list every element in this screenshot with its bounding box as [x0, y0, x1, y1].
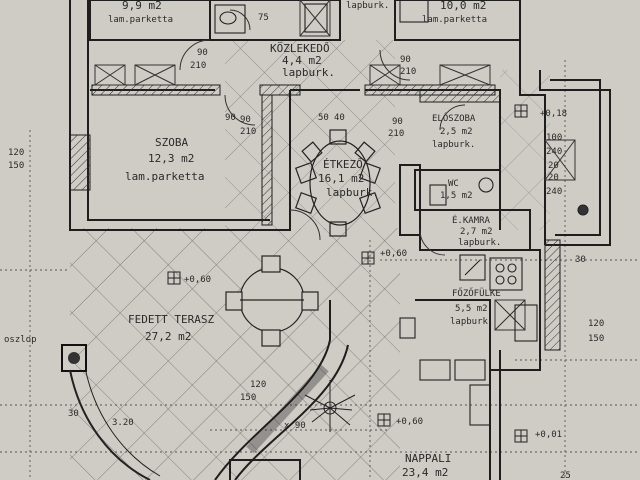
eloszoba-floor: lapburk.: [432, 140, 475, 150]
dim-210-d: 210: [388, 129, 404, 139]
dim-20-a: 20: [548, 161, 559, 171]
top-mid-floor: lapburk.: [346, 1, 389, 11]
dim-120-right: 120: [588, 319, 604, 329]
level-terasz: +0,60: [184, 275, 211, 285]
door-swings: [179, 9, 466, 256]
kitchen-fixtures: [399, 254, 538, 426]
terrace-table: [225, 255, 319, 347]
etkezo-name: ÉTKEZŐ: [323, 157, 363, 171]
level-entry: +0,18: [540, 109, 567, 119]
eloszoba-area: 2,5 m2: [440, 127, 473, 137]
level-nappali: +0,60: [396, 417, 423, 427]
kamra-floor: lapburk.: [458, 238, 501, 248]
dim-150-left: 150: [8, 161, 24, 171]
level-markers: [167, 104, 528, 443]
dim-90-b: 90: [400, 55, 411, 65]
nappali-area: 23,4 m2: [402, 466, 448, 479]
level-etkezo: +0,60: [380, 249, 407, 259]
top-right-floor: lam.parketta: [422, 15, 487, 25]
fozofulke-name: FŐZŐFÜLKE: [452, 288, 501, 299]
fozofulke-area: 5,5 m2: [455, 304, 488, 314]
etkezo-floor: lapburk.: [326, 186, 379, 199]
kozlekedo-floor: lapburk.: [282, 66, 335, 79]
dim-100: 100: [546, 133, 562, 143]
szoba-name: SZOBA: [155, 136, 188, 149]
dim-240-b: 240: [546, 187, 562, 197]
kozlekedo-name: KÖZLEKEDŐ: [270, 41, 330, 55]
dim-50: 50: [318, 113, 329, 123]
kozlekedo-area: 4,4 m2: [282, 54, 322, 67]
dim-210-b: 210: [400, 67, 416, 77]
dim-120-left: 120: [8, 148, 24, 158]
top-left-floor: lam.parketta: [108, 15, 173, 25]
dotted-lines: [0, 60, 640, 480]
dim-150-stair: 150: [240, 393, 256, 403]
dim-30-right: 30: [575, 255, 586, 265]
dim-150-right: 150: [588, 334, 604, 344]
wc-area: 1,5 m2: [440, 191, 473, 201]
szoba-floor: lam.parketta: [125, 170, 204, 183]
terrace-curve: [69, 369, 151, 480]
dim-90-d: 90: [392, 117, 403, 127]
dim-30-left: 30: [68, 409, 79, 419]
hatched-walls: [69, 84, 561, 351]
oszlop-label: oszlop: [4, 335, 37, 345]
dim-90-c: 90: [240, 115, 251, 125]
szoba-area: 12,3 m2: [148, 152, 194, 165]
living-wall-band: [246, 364, 329, 454]
dim-75: 75: [258, 13, 269, 23]
etkezo-area: 16,1 m2: [318, 172, 364, 185]
plant: [304, 380, 356, 432]
dim-25: 25: [560, 471, 571, 480]
terasz-area: 27,2 m2: [145, 330, 191, 343]
dim-210-a: 210: [190, 61, 206, 71]
dim-90-a: 90: [197, 48, 208, 58]
dim-20-b: 20: [548, 173, 559, 183]
dim-90-e: 90: [225, 113, 236, 123]
top-right-area: 10,0 m2: [440, 0, 486, 12]
dim-90-f: x 90: [284, 421, 306, 431]
dining-table: [294, 129, 382, 237]
eloszoba-name: ELŐSZOBA: [432, 113, 476, 124]
terasz-name: FEDETT TERASZ: [128, 313, 214, 326]
nappali-name: NAPPALI: [405, 452, 451, 465]
fozofulke-floor: lapburk.: [450, 317, 493, 327]
top-left-area: 9,9 m2: [122, 0, 162, 12]
kamra-name: É.KAMRA: [452, 214, 491, 226]
dim-120-stair: 120: [250, 380, 266, 390]
dim-320: 3.20: [112, 418, 134, 428]
bathroom-fixtures: [214, 0, 589, 216]
column: [61, 344, 87, 372]
dim-240: 240: [546, 147, 562, 157]
dim-210-c: 210: [240, 127, 256, 137]
level-outside: +0,01: [535, 430, 562, 440]
terrace-curve-inner: [85, 371, 161, 477]
dim-40: 40: [334, 113, 345, 123]
wc-name: WC: [448, 179, 459, 189]
kamra-area: 2,7 m2: [460, 227, 493, 237]
